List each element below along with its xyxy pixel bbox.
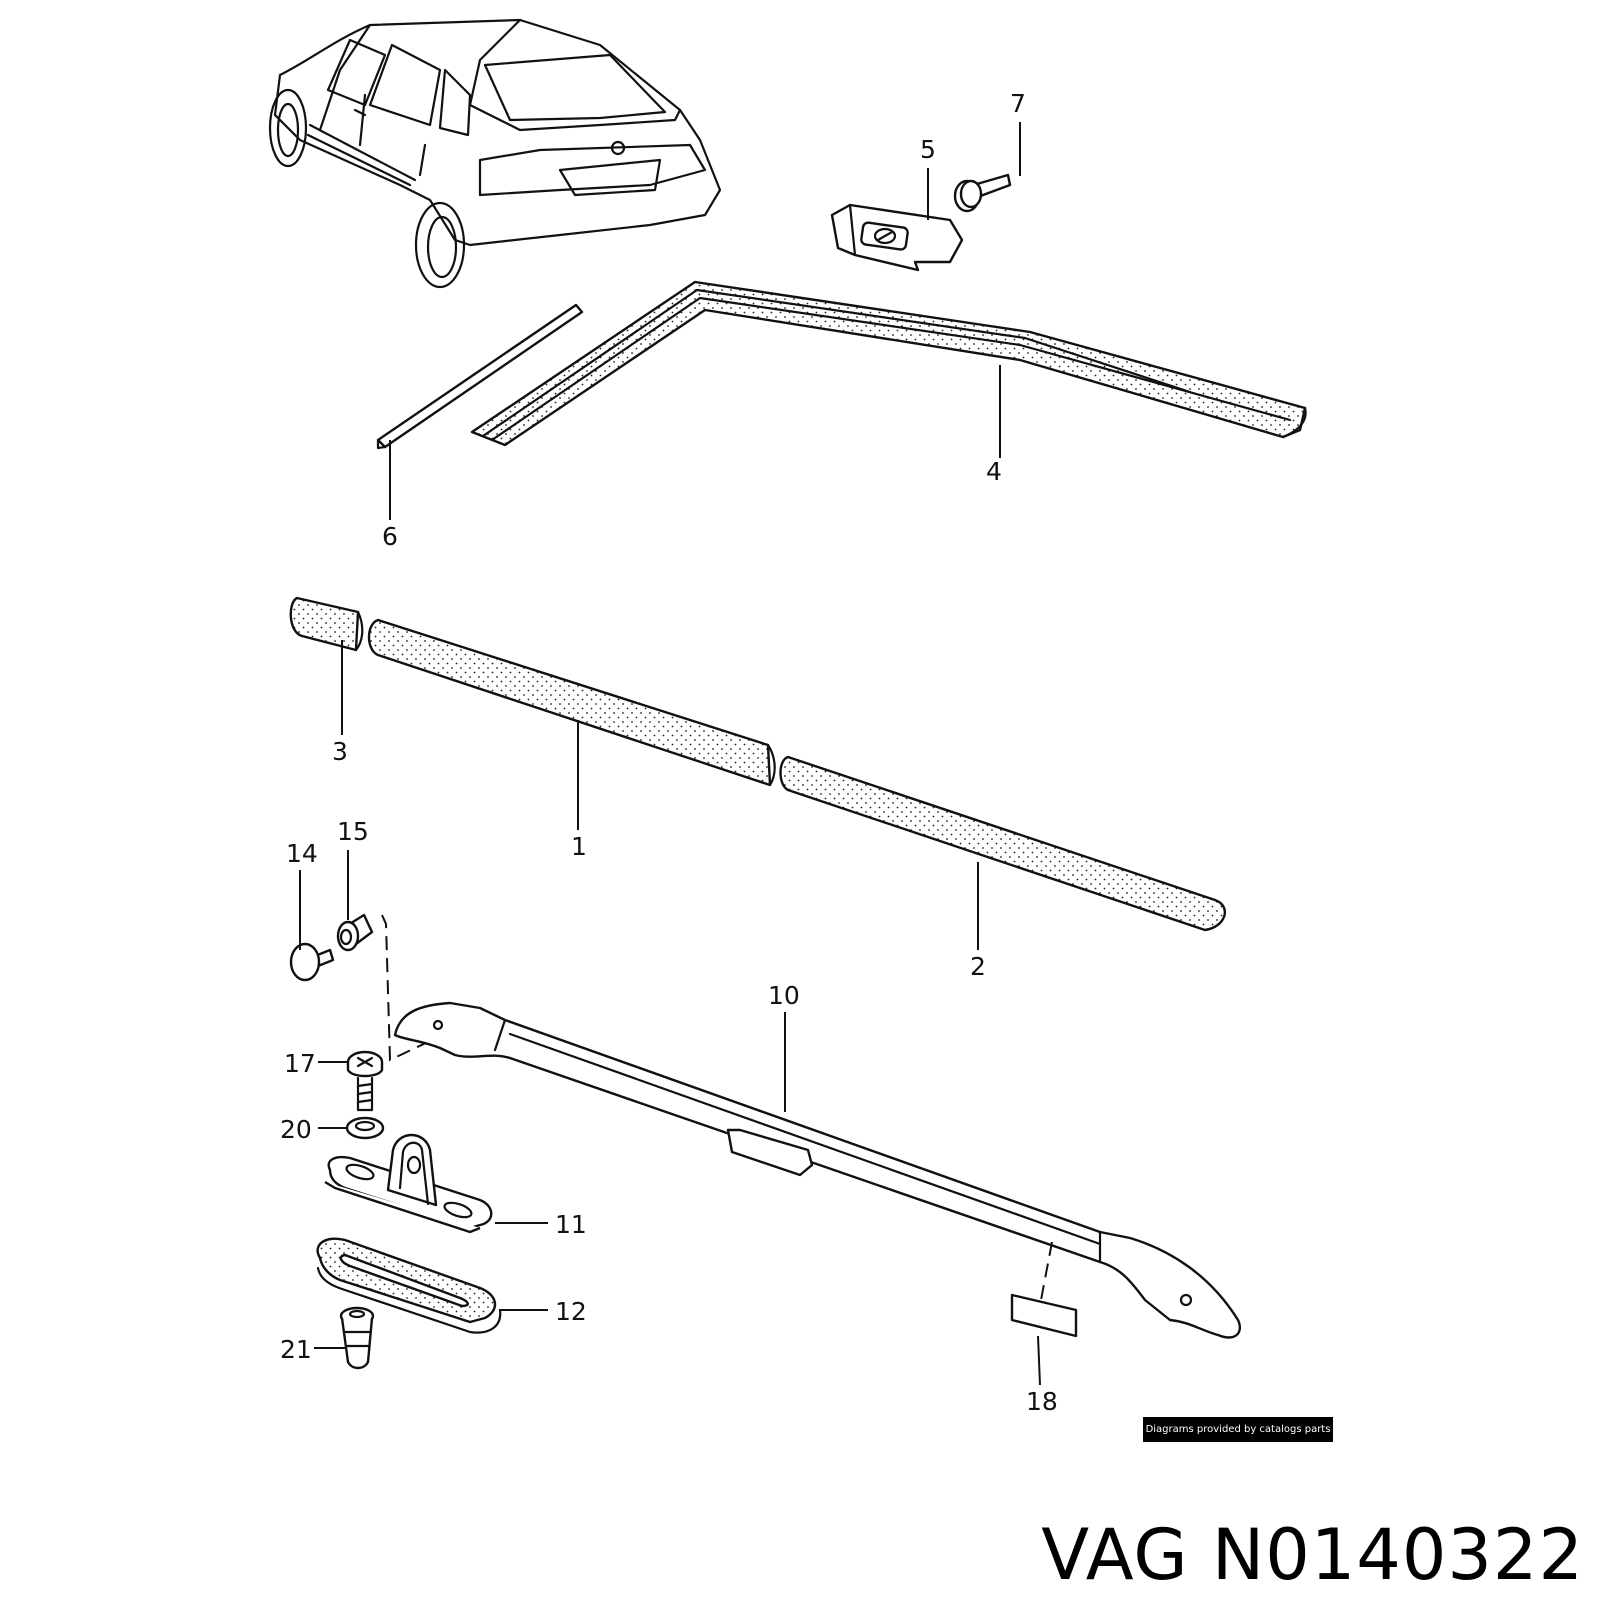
callout-6: 6 (382, 522, 398, 551)
leader-lines (299, 122, 1041, 1386)
bracket-part-11 (324, 1133, 493, 1234)
callout-4: 4 (986, 457, 1002, 486)
callout-10: 10 (768, 981, 800, 1010)
callout-17: 17 (284, 1049, 316, 1078)
callout-7: 7 (1010, 89, 1026, 118)
washer-part-20 (345, 1116, 385, 1140)
callout-21: 21 (280, 1335, 312, 1364)
callout-3: 3 (332, 737, 348, 766)
credit-banner: Diagrams provided by catalogs parts (1143, 1417, 1333, 1442)
screw-part-14 (289, 942, 335, 982)
callout-2: 2 (970, 952, 986, 981)
pad-part-18 (1010, 1293, 1078, 1338)
plug-part-21 (339, 1306, 375, 1370)
callout-1: 1 (571, 832, 587, 861)
gasket-part-12 (316, 1237, 502, 1334)
part-reference: VAG N0140322 (1041, 1520, 1584, 1590)
part-number: N0140322 (1211, 1514, 1584, 1596)
brand-label: VAG (1041, 1514, 1189, 1596)
clip-part-15 (336, 913, 374, 952)
callout-20: 20 (280, 1115, 312, 1144)
screw-part-7 (953, 173, 1012, 213)
screw-part-17 (346, 1050, 384, 1112)
moulding-part-1 (367, 618, 776, 787)
assembly-line (381, 914, 433, 1062)
strip-part-6 (376, 303, 584, 450)
roof-rail-part-10 (393, 1001, 1241, 1339)
clip-part-5 (830, 203, 964, 272)
callout-11: 11 (555, 1210, 587, 1239)
moulding-part-4 (470, 280, 1307, 447)
callout-15: 15 (337, 817, 369, 846)
moulding-part-2 (779, 755, 1227, 932)
callout-12: 12 (555, 1297, 587, 1326)
callout-18: 18 (1026, 1387, 1058, 1416)
moulding-part-3 (289, 596, 364, 652)
assembly-line-18 (1037, 1241, 1053, 1317)
callout-14: 14 (286, 839, 318, 868)
callout-5: 5 (920, 135, 936, 164)
car-illustration (268, 18, 722, 289)
